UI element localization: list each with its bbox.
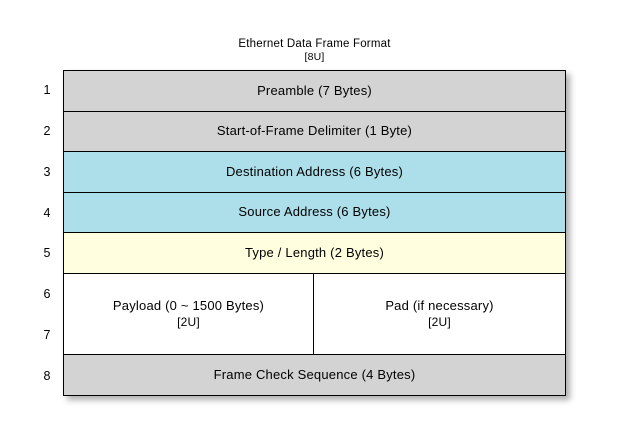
frame-field-pad-label: Pad (if necessary) [385, 297, 494, 313]
frame-field-frame-check-sequence: Frame Check Sequence (4 Bytes) [64, 354, 565, 395]
frame-field-payload-tag: [2U] [177, 315, 200, 330]
row-number-2: 2 [43, 124, 51, 139]
frame-field-pad: Pad (if necessary) [2U] [314, 274, 565, 354]
frame-field-start-of-frame-delimiter-label: Start-of-Frame Delimiter (1 Byte) [216, 123, 413, 139]
frame-field-type-length: Type / Length (2 Bytes) [64, 233, 565, 274]
row-number-6: 6 [43, 287, 51, 302]
frame-field-preamble-label: Preamble (7 Bytes) [257, 82, 372, 98]
frame-field-start-of-frame-delimiter: Start-of-Frame Delimiter (1 Byte) [64, 111, 565, 152]
frame-field-payload-pad-row: Payload (0 ~ 1500 Bytes) [2U] Pad (if ne… [64, 273, 565, 355]
frame-field-preamble: Preamble (7 Bytes) [64, 71, 565, 112]
frame-field-pad-tag: [2U] [428, 315, 451, 330]
row-number-7: 7 [43, 327, 51, 342]
frame-field-frame-check-sequence-label: Frame Check Sequence (4 Bytes) [213, 366, 416, 382]
frame-field-destination-address-label: Destination Address (6 Bytes) [225, 163, 404, 179]
frame-field-destination-address: Destination Address (6 Bytes) [64, 152, 565, 193]
frame-field-payload: Payload (0 ~ 1500 Bytes) [2U] [64, 273, 314, 354]
diagram-subtitle: [8U] [304, 51, 325, 64]
row-number-3: 3 [43, 164, 51, 179]
frame-field-payload-label: Payload (0 ~ 1500 Bytes) [112, 297, 265, 313]
row-number-4: 4 [43, 205, 51, 220]
frame-field-source-address: Source Address (6 Bytes) [64, 192, 565, 233]
row-number-5: 5 [43, 246, 51, 261]
row-number-1: 1 [43, 83, 51, 98]
frame-field-type-length-label: Type / Length (2 Bytes) [244, 244, 384, 260]
row-number-8: 8 [43, 368, 51, 383]
frame-field-source-address-label: Source Address (6 Bytes) [238, 204, 391, 220]
diagram-title: Ethernet Data Frame Format [238, 38, 391, 50]
row-number-gutter: 1 2 3 4 5 6 7 8 [36, 70, 58, 396]
diagram-title-block: Ethernet Data Frame Format [8U] [63, 38, 566, 63]
ethernet-frame-table: Preamble (7 Bytes) Start-of-Frame Delimi… [63, 70, 566, 396]
